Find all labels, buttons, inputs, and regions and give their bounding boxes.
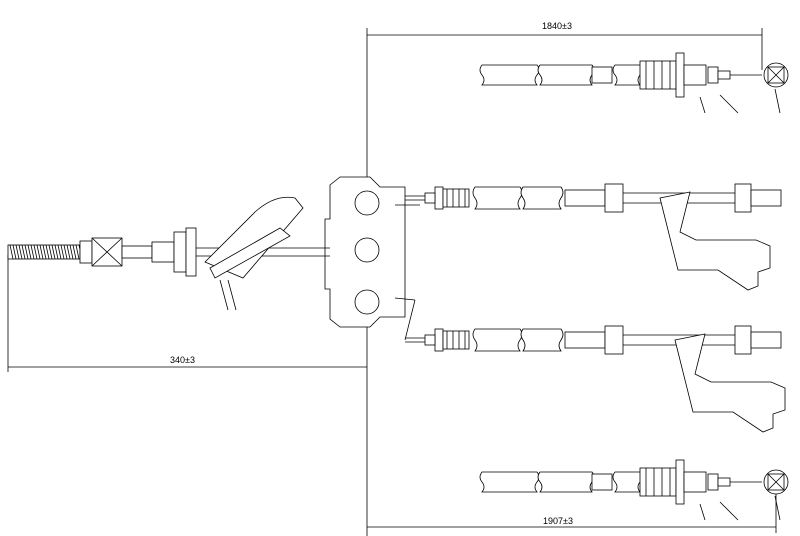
line [91, 237, 123, 267]
leader-line [699, 503, 706, 521]
thread [15, 244, 20, 260]
leader-line [774, 88, 781, 114]
cable-sleeve [520, 186, 564, 210]
pulley [354, 190, 380, 216]
cable-tube [591, 473, 613, 491]
cable-sleeve [472, 186, 523, 210]
fitting-body [442, 330, 470, 350]
line [767, 66, 785, 84]
grommet [173, 231, 187, 273]
leader-line [699, 96, 706, 114]
clip [707, 473, 719, 491]
thread [60, 244, 65, 260]
short-cable-assembly [479, 459, 789, 521]
cable-sleeve [537, 471, 595, 493]
long-cable-assembly [405, 325, 786, 433]
mounting-bracket [659, 191, 771, 291]
cable-sleeve [479, 471, 540, 493]
adjuster-nut [79, 240, 93, 264]
thread [63, 244, 68, 260]
thread [24, 244, 29, 260]
ribbed-fitting [639, 467, 677, 497]
ferrule [717, 70, 731, 80]
thread [9, 244, 14, 260]
pulley [354, 237, 380, 263]
fitting-nose [424, 334, 436, 346]
pulley [354, 289, 380, 315]
fitting-body [683, 64, 707, 86]
short-cable-assembly [479, 52, 789, 114]
wire-link [394, 297, 416, 301]
thread [21, 244, 26, 260]
cable-sleeve [479, 64, 540, 86]
fitting [151, 241, 175, 263]
fitting-body [442, 188, 470, 208]
fitting-nose [424, 192, 436, 204]
line [767, 473, 785, 491]
thread [51, 244, 56, 260]
thread [72, 244, 77, 260]
cable-sleeve [520, 328, 564, 352]
fitting-collar [434, 328, 444, 352]
leader-line [774, 495, 781, 521]
thread [54, 244, 59, 260]
bottom-dimension-label: 1907±3 [543, 516, 573, 526]
thread [39, 244, 44, 260]
grommet [604, 325, 624, 355]
end-grommet [734, 183, 752, 213]
flange [675, 52, 685, 98]
thread [45, 244, 50, 260]
front-cable-assembly [7, 196, 330, 311]
grommet [604, 183, 624, 213]
clip [707, 66, 719, 84]
mounting-bracket [674, 333, 786, 433]
thread [33, 244, 38, 260]
thread [30, 244, 35, 260]
cable-tube [564, 189, 606, 207]
cable-sleeve [537, 64, 595, 86]
top-dimension-label: 1840±3 [542, 21, 572, 31]
cable-sleeve [612, 64, 643, 86]
thread [18, 244, 23, 260]
ribbed-fitting [639, 60, 677, 90]
rod-sleeve [121, 245, 153, 259]
wire-link [404, 299, 416, 341]
cable-end [750, 189, 782, 207]
thread [66, 244, 71, 260]
cable-tube [564, 331, 606, 349]
thread [42, 244, 47, 260]
cable-sleeve [472, 328, 523, 352]
end-grommet [734, 325, 752, 355]
thread [57, 244, 62, 260]
left-dimension-label: 340±3 [170, 355, 195, 365]
mounting-tab [227, 279, 237, 311]
leader-line [719, 94, 739, 114]
cable-end [750, 331, 782, 349]
guide-bracket [209, 227, 291, 279]
cable-tube [591, 66, 613, 84]
mounting-tab [219, 279, 229, 311]
thread [75, 244, 80, 260]
grommet [185, 227, 197, 277]
cable-sleeve [612, 471, 643, 493]
fitting-body [683, 471, 707, 493]
thread [36, 244, 41, 260]
thread [12, 244, 17, 260]
long-cable-assembly [405, 183, 782, 291]
fitting-collar [434, 186, 444, 210]
ferrule [717, 477, 731, 487]
thread [27, 244, 32, 260]
flange [675, 459, 685, 505]
dimension-lines: 1840±3 1907±3 340±3 [7, 21, 777, 536]
leader-line [719, 501, 739, 521]
thread [69, 244, 74, 260]
thread [48, 244, 53, 260]
equalizer-bracket [324, 176, 420, 341]
